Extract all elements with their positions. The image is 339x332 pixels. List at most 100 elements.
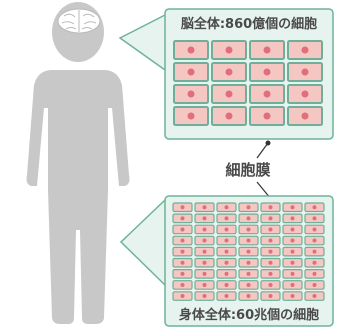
brain-nucleus xyxy=(301,68,309,76)
body-cell xyxy=(238,246,259,257)
body-nucleus xyxy=(224,238,229,243)
brain-icon xyxy=(57,8,101,34)
body-cell xyxy=(282,269,303,279)
body-cell xyxy=(172,213,193,224)
brain-nucleus xyxy=(263,112,271,120)
body-nucleus xyxy=(312,238,317,243)
body-cell xyxy=(216,291,237,301)
body-cell xyxy=(304,280,325,290)
brain-cell xyxy=(211,84,247,104)
body-nucleus xyxy=(180,216,185,221)
brain-cell xyxy=(211,40,247,60)
brain-nucleus xyxy=(187,68,195,76)
body-cell xyxy=(260,257,281,268)
body-nucleus xyxy=(268,227,273,232)
body-nucleus xyxy=(246,238,251,243)
membrane-point-brain xyxy=(265,140,271,146)
body-cell xyxy=(194,235,215,246)
body-nucleus xyxy=(224,216,229,221)
body-nucleus xyxy=(246,294,251,299)
body-nucleus xyxy=(246,271,251,276)
body-cell xyxy=(238,269,259,279)
body-nucleus xyxy=(312,271,317,276)
body-cell xyxy=(304,257,325,268)
body-cell xyxy=(260,224,281,235)
body-cell xyxy=(304,224,325,235)
body-cell xyxy=(260,280,281,290)
body-cell xyxy=(194,269,215,279)
body-silhouette xyxy=(26,70,130,324)
body-cell xyxy=(304,291,325,301)
body-nucleus xyxy=(268,238,273,243)
body-nucleus xyxy=(290,282,295,287)
body-nucleus xyxy=(202,282,207,287)
brain-nucleus xyxy=(263,46,271,54)
brain-cell xyxy=(287,106,323,126)
body-nucleus xyxy=(290,294,295,299)
brain-nucleus xyxy=(187,112,195,120)
body-nucleus xyxy=(246,227,251,232)
body-nucleus xyxy=(290,205,295,210)
body-cell xyxy=(172,246,193,257)
body-nucleus xyxy=(202,249,207,254)
body-nucleus xyxy=(290,216,295,221)
body-cell xyxy=(194,280,215,290)
body-cell xyxy=(282,246,303,257)
body-nucleus xyxy=(246,260,251,265)
body-nucleus xyxy=(224,282,229,287)
body-cell xyxy=(194,213,215,224)
body-nucleus xyxy=(202,260,207,265)
brain-cell xyxy=(249,84,285,104)
body-nucleus xyxy=(290,227,295,232)
body-nucleus xyxy=(180,249,185,254)
membrane-label: 細胞膜 xyxy=(225,161,270,179)
body-cell xyxy=(260,269,281,279)
body-nucleus xyxy=(202,205,207,210)
body-cell xyxy=(260,291,281,301)
brain-nucleus xyxy=(301,112,309,120)
brain-nucleus xyxy=(187,46,195,54)
body-cell xyxy=(172,291,193,301)
body-nucleus xyxy=(224,227,229,232)
body-nucleus xyxy=(246,205,251,210)
body-nucleus xyxy=(268,294,273,299)
body-nucleus xyxy=(180,294,185,299)
body-cell xyxy=(216,202,237,213)
body-cell xyxy=(304,246,325,257)
brain-cell xyxy=(173,84,209,104)
body-cell xyxy=(194,246,215,257)
body-nucleus xyxy=(224,260,229,265)
body-cell xyxy=(282,280,303,290)
body-nucleus xyxy=(180,238,185,243)
body-nucleus xyxy=(312,249,317,254)
body-cell xyxy=(216,280,237,290)
body-cell xyxy=(304,269,325,279)
brain-cell xyxy=(211,62,247,82)
body-nucleus xyxy=(224,271,229,276)
body-cell xyxy=(238,257,259,268)
body-cell xyxy=(282,257,303,268)
body-cell xyxy=(238,280,259,290)
body-cell xyxy=(304,235,325,246)
brain-cell xyxy=(287,84,323,104)
body-nucleus xyxy=(268,249,273,254)
body-cell xyxy=(282,213,303,224)
body-nucleus xyxy=(312,282,317,287)
body-nucleus xyxy=(312,205,317,210)
brain-nucleus xyxy=(225,46,233,54)
body-nucleus xyxy=(312,260,317,265)
brain-callout-pointer xyxy=(120,15,165,70)
body-cell xyxy=(238,291,259,301)
body-cell xyxy=(172,257,193,268)
brain-cell xyxy=(173,106,209,126)
brain-nucleus xyxy=(263,90,271,98)
brain-nucleus xyxy=(301,46,309,54)
body-cell xyxy=(216,269,237,279)
body-nucleus xyxy=(202,227,207,232)
body-cell xyxy=(216,224,237,235)
brain-nucleus xyxy=(187,90,195,98)
brain-nucleus xyxy=(301,90,309,98)
body-nucleus xyxy=(180,271,185,276)
brain-cell xyxy=(249,62,285,82)
body-nucleus xyxy=(180,282,185,287)
